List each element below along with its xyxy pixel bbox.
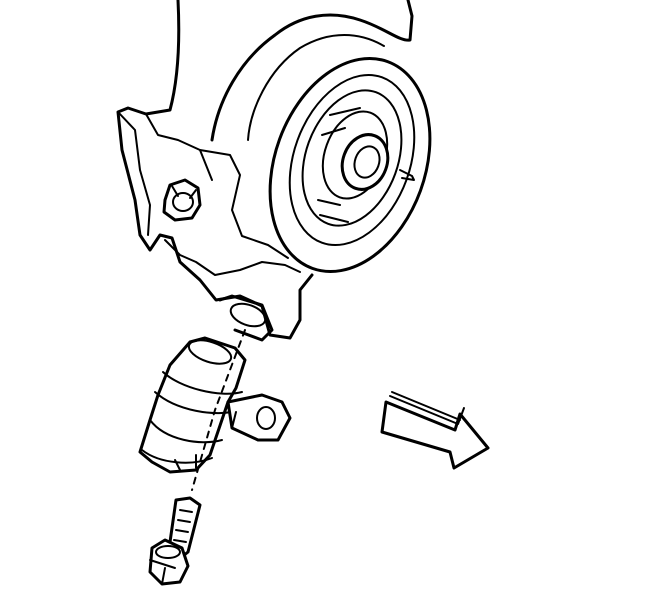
crankshaft-position-sensor [138, 336, 292, 474]
sensor-mounting-bolt [148, 496, 202, 586]
alignment-centerline [191, 329, 246, 491]
sensor-mounting-boss [218, 294, 274, 342]
block-bolt [162, 178, 202, 222]
front-arrow-icon [380, 391, 490, 470]
crankshaft-pulley-hub [268, 56, 432, 274]
